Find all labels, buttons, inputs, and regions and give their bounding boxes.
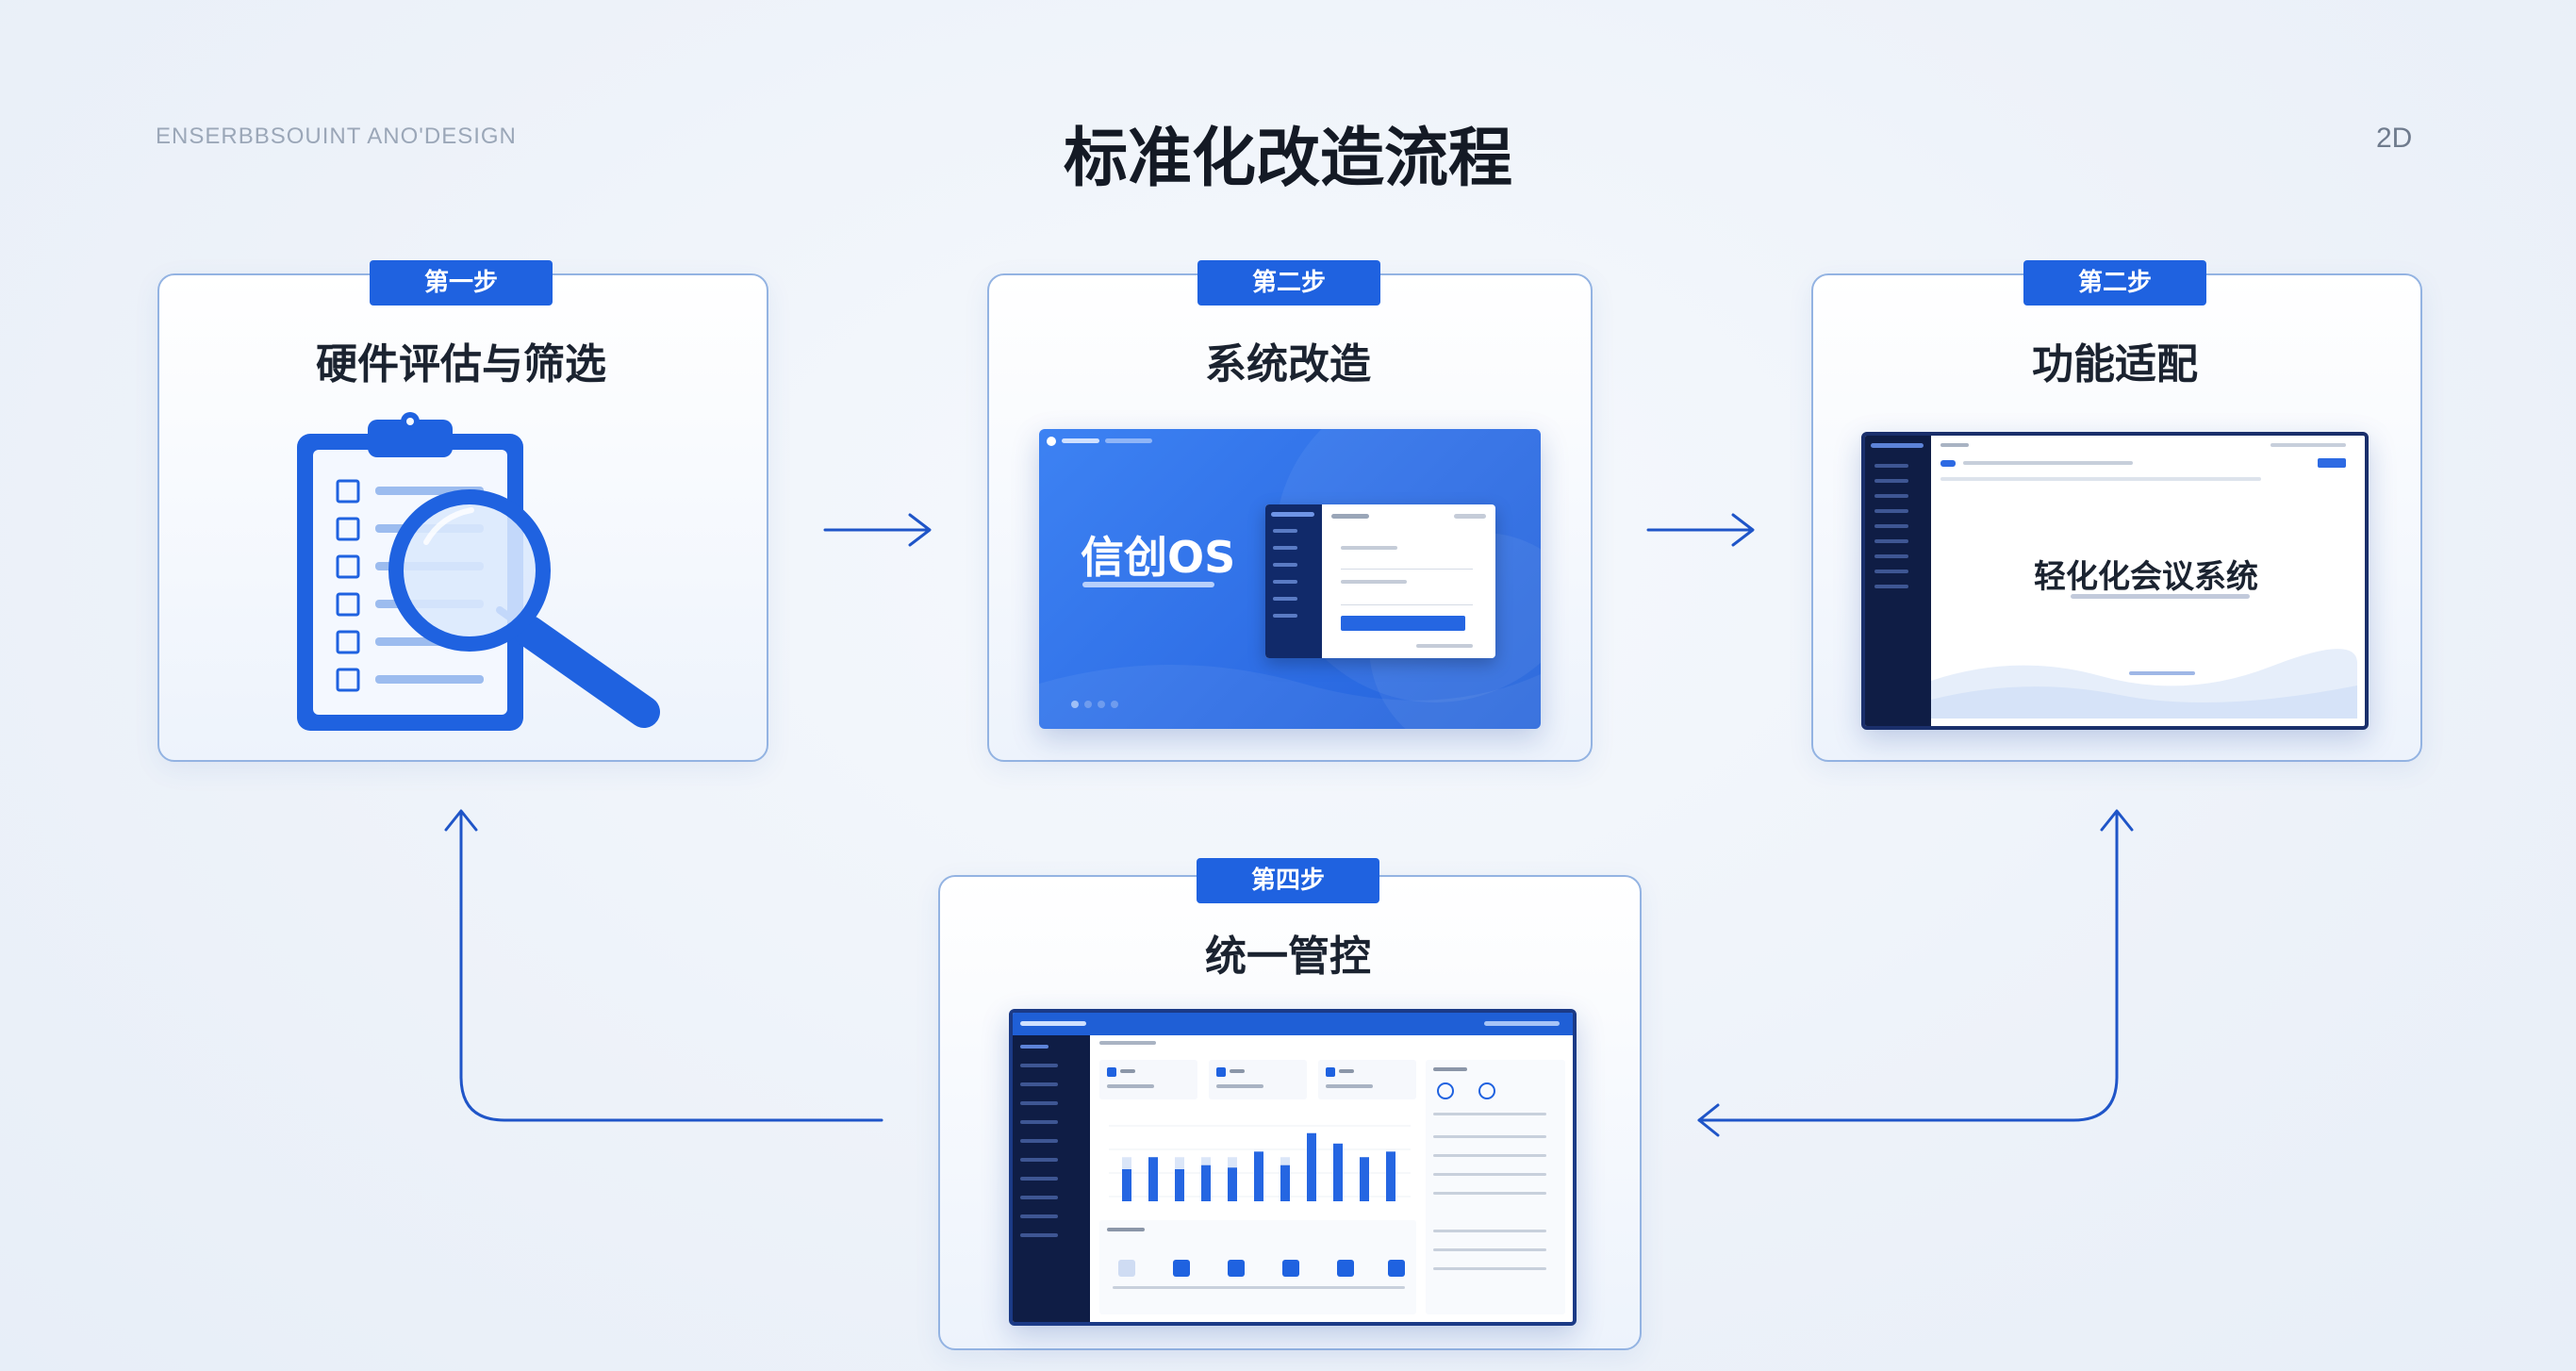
bar bbox=[1254, 1151, 1263, 1201]
meeting-user-placeholder bbox=[2271, 443, 2346, 447]
step-title: 硬件评估与筛选 bbox=[316, 340, 606, 388]
os-subtitle-placeholder bbox=[1082, 582, 1214, 587]
bar bbox=[1386, 1151, 1395, 1201]
bar bbox=[1280, 1165, 1290, 1201]
clipboard-magnifier-icon bbox=[297, 412, 660, 731]
meeting-topbar-placeholder bbox=[1940, 443, 1969, 447]
meeting-link-placeholder bbox=[2129, 671, 2195, 675]
management-dashboard-screenshot bbox=[1009, 1009, 1577, 1326]
meeting-background-waves bbox=[1931, 649, 2357, 719]
dashboard-bar-chart bbox=[1109, 1125, 1411, 1201]
dashboard-stat-card bbox=[1209, 1060, 1307, 1099]
meeting-system-screenshot: 轻化化会议系统 bbox=[1861, 432, 2369, 730]
meeting-tab-active bbox=[1940, 460, 1956, 467]
dashboard-breadcrumb-placeholder bbox=[1099, 1041, 1156, 1045]
bar bbox=[1360, 1157, 1369, 1201]
os-field-label-placeholder bbox=[1341, 546, 1397, 550]
os-login-window bbox=[1265, 504, 1495, 658]
meeting-action-button bbox=[2318, 458, 2346, 468]
meeting-subtitle-placeholder bbox=[2071, 594, 2250, 599]
meeting-sidebar bbox=[1865, 436, 1931, 726]
dashboard-topbar bbox=[1013, 1013, 1573, 1035]
os-menu-placeholder bbox=[1105, 438, 1152, 443]
meeting-tabs-placeholder bbox=[1963, 461, 2133, 465]
os-brand-placeholder bbox=[1062, 438, 1099, 443]
os-confirm-button bbox=[1341, 616, 1465, 631]
os-title: 信创OS bbox=[1081, 532, 1236, 583]
dashboard-app-panel bbox=[1099, 1220, 1416, 1314]
os-logo-icon bbox=[1047, 437, 1056, 446]
os-field-placeholder bbox=[1341, 555, 1473, 570]
os-page-dots bbox=[1071, 701, 1118, 708]
step-title: 功能适配 bbox=[2032, 340, 2198, 388]
os-window-controls bbox=[1454, 514, 1486, 519]
dashboard-sidebar bbox=[1013, 1035, 1090, 1322]
step-badge: 第一步 bbox=[370, 260, 553, 306]
arrow-step2-to-step3 bbox=[1646, 513, 1755, 547]
os-field-label-placeholder bbox=[1341, 580, 1407, 584]
bar bbox=[1201, 1165, 1211, 1201]
meeting-toolbar-placeholder bbox=[1940, 477, 2261, 481]
corner-label: 2D bbox=[2376, 123, 2413, 154]
step-title: 统一管控 bbox=[1205, 933, 1371, 981]
os-window-title-placeholder bbox=[1331, 514, 1369, 519]
os-screenshot: 信创OS bbox=[1039, 429, 1541, 729]
meeting-title: 轻化化会议系统 bbox=[2034, 558, 2258, 596]
bar bbox=[1307, 1132, 1316, 1201]
arrow-step3-to-step4 bbox=[1697, 809, 2134, 1137]
step-title: 系统改造 bbox=[1205, 340, 1371, 388]
bar bbox=[1122, 1169, 1131, 1201]
step-badge: 第二步 bbox=[2023, 260, 2206, 306]
step-badge: 第二步 bbox=[1197, 260, 1380, 306]
os-footer-placeholder bbox=[1416, 644, 1473, 648]
dashboard-stat-card bbox=[1318, 1060, 1416, 1099]
dashboard-side-panel bbox=[1426, 1060, 1565, 1314]
arrow-step4-to-step1 bbox=[444, 809, 883, 1122]
dashboard-stat-card bbox=[1099, 1060, 1197, 1099]
os-field-placeholder bbox=[1341, 591, 1473, 605]
page-title: 标准化改造流程 bbox=[1063, 122, 1512, 196]
brand-text: ENSERBBSOUINT ANO'DESIGN bbox=[156, 124, 517, 149]
bar bbox=[1175, 1169, 1184, 1201]
bar bbox=[1333, 1143, 1343, 1201]
bar bbox=[1148, 1157, 1158, 1201]
os-window-sidebar bbox=[1265, 504, 1322, 658]
arrow-step1-to-step2 bbox=[823, 513, 932, 547]
bar bbox=[1228, 1167, 1237, 1201]
step-badge: 第四步 bbox=[1197, 858, 1379, 903]
